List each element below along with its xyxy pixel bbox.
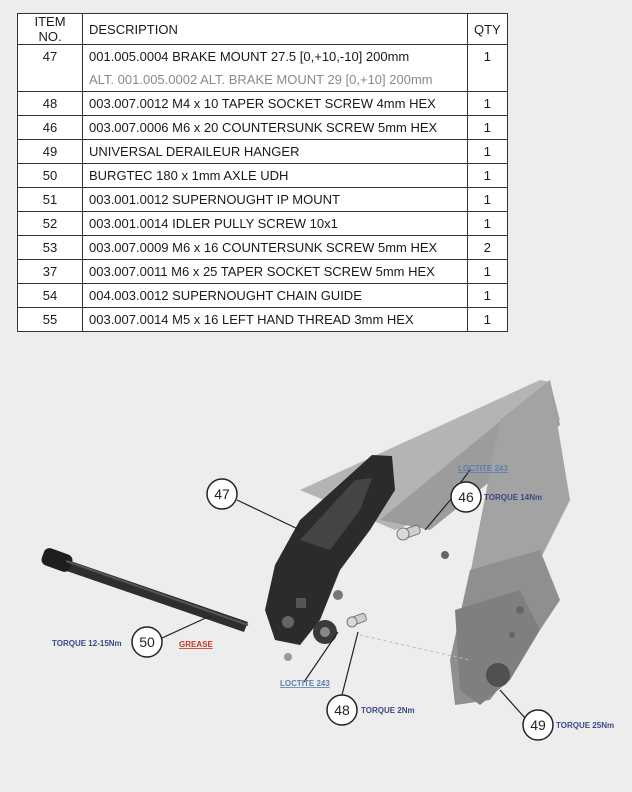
qty-cell: 2 xyxy=(467,235,508,260)
item-no-cell: 54 xyxy=(17,283,83,308)
qty-cell: 1 xyxy=(467,139,508,164)
header-description: DESCRIPTION xyxy=(82,13,468,45)
svg-text:48: 48 xyxy=(334,702,350,718)
brake-mount-part xyxy=(265,455,395,645)
callout-50: 50 xyxy=(131,626,163,658)
screw-46 xyxy=(396,524,421,541)
parts-table: ITEM NO. DESCRIPTION QTY 47 001.005.0004 … xyxy=(17,13,508,332)
table-row: 53 003.007.0009 M6 x 16 COUNTERSUNK SCREW… xyxy=(17,235,508,260)
grease-label: GREASE xyxy=(179,640,213,649)
axle-part xyxy=(41,548,249,632)
description-text: 003.007.0006 M6 x 20 COUNTERSUNK SCREW 5… xyxy=(89,120,438,135)
item-no-cell: 52 xyxy=(17,211,83,236)
loctite-label-top: LOCTITE 243 xyxy=(458,464,508,473)
qty-cell: 1 xyxy=(467,115,508,140)
table-row: 55 003.007.0014 M5 x 16 LEFT HAND THREAD … xyxy=(17,307,508,332)
description-cell: 004.003.0012 SUPERNOUGHT CHAIN GUIDE xyxy=(82,283,468,308)
header-item-no: ITEM NO. xyxy=(17,13,83,45)
qty-cell: 1 xyxy=(467,307,508,332)
qty-cell: 1 xyxy=(467,44,508,92)
callout-46: 46 xyxy=(450,481,482,513)
small-screw xyxy=(284,653,292,661)
description-cell: 003.001.0012 SUPERNOUGHT IP MOUNT xyxy=(82,187,468,212)
exploded-diagram: 47 46 50 48 49 LOCTITE 243 TORQUE 14Nm T… xyxy=(41,380,614,741)
header-qty: QTY xyxy=(467,13,508,45)
loctite-label-bottom: LOCTITE 243 xyxy=(280,679,330,688)
leader-lines xyxy=(161,469,526,719)
item-no-cell: 47 xyxy=(17,44,83,92)
description-text: BURGTEC 180 x 1mm AXLE UDH xyxy=(89,168,289,183)
description-text: UNIVERSAL DERAILEUR HANGER xyxy=(89,144,300,159)
qty-cell: 1 xyxy=(467,283,508,308)
qty-cell: 1 xyxy=(467,91,508,116)
qty-cell: 1 xyxy=(467,259,508,284)
description-text: 003.007.0009 M6 x 16 COUNTERSUNK SCREW 5… xyxy=(89,240,438,255)
assembly-guide-line xyxy=(359,634,471,661)
description-text: 003.001.0012 SUPERNOUGHT IP MOUNT xyxy=(89,192,340,207)
qty-cell: 1 xyxy=(467,187,508,212)
svg-text:47: 47 xyxy=(214,486,230,502)
description-cell: 003.007.0009 M6 x 16 COUNTERSUNK SCREW 5… xyxy=(82,235,468,260)
description-cell: 003.007.0006 M6 x 20 COUNTERSUNK SCREW 5… xyxy=(82,115,468,140)
screw-48 xyxy=(346,612,367,628)
torque-46-label: TORQUE 14Nm xyxy=(484,493,542,502)
table-body: 47 001.005.0004 BRAKE MOUNT 27.5 [0,+10,-… xyxy=(17,44,508,332)
description-cell: 001.005.0004 BRAKE MOUNT 27.5 [0,+10,-10… xyxy=(82,44,468,92)
item-no-cell: 55 xyxy=(17,307,83,332)
table-row: 49 UNIVERSAL DERAILEUR HANGER 1 xyxy=(17,139,508,164)
table-row: 47 001.005.0004 BRAKE MOUNT 27.5 [0,+10,-… xyxy=(17,44,508,92)
description-text: 003.001.0014 IDLER PULLY SCREW 10x1 xyxy=(89,216,338,231)
torque-49-label: TORQUE 25Nm xyxy=(556,721,614,730)
svg-text:46: 46 xyxy=(458,489,474,505)
qty-cell: 1 xyxy=(467,211,508,236)
svg-text:49: 49 xyxy=(530,717,546,733)
table-row: 54 004.003.0012 SUPERNOUGHT CHAIN GUIDE 1 xyxy=(17,283,508,308)
item-no-cell: 37 xyxy=(17,259,83,284)
svg-text:50: 50 xyxy=(139,634,155,650)
table-row: 50 BURGTEC 180 x 1mm AXLE UDH 1 xyxy=(17,163,508,188)
table-row: 51 003.001.0012 SUPERNOUGHT IP MOUNT 1 xyxy=(17,187,508,212)
alt-description-text: ALT. 001.005.0002 ALT. BRAKE MOUNT 29 [0… xyxy=(89,72,433,87)
item-no-cell: 48 xyxy=(17,91,83,116)
description-text: 001.005.0004 BRAKE MOUNT 27.5 [0,+10,-10… xyxy=(89,49,410,64)
table-row: 48 003.007.0012 M4 x 10 TAPER SOCKET SCRE… xyxy=(17,91,508,116)
torque-50-label: TORQUE 12-15Nm xyxy=(52,639,122,648)
item-no-cell: 50 xyxy=(17,163,83,188)
callout-48: 48 xyxy=(326,694,358,726)
description-text: 004.003.0012 SUPERNOUGHT CHAIN GUIDE xyxy=(89,288,362,303)
torque-48-label: TORQUE 2Nm xyxy=(361,706,415,715)
table-row: 37 003.007.0011 M6 x 25 TAPER SOCKET SCRE… xyxy=(17,259,508,284)
description-text: 003.007.0014 M5 x 16 LEFT HAND THREAD 3m… xyxy=(89,312,414,327)
item-no-cell: 46 xyxy=(17,115,83,140)
qty-cell: 1 xyxy=(467,163,508,188)
description-text: 003.007.0012 M4 x 10 TAPER SOCKET SCREW … xyxy=(89,96,436,111)
description-cell: 003.007.0014 M5 x 16 LEFT HAND THREAD 3m… xyxy=(82,307,468,332)
table-row: 46 003.007.0006 M6 x 20 COUNTERSUNK SCREW… xyxy=(17,115,508,140)
description-cell: UNIVERSAL DERAILEUR HANGER xyxy=(82,139,468,164)
item-no-cell: 51 xyxy=(17,187,83,212)
item-no-cell: 49 xyxy=(17,139,83,164)
table-header-row: ITEM NO. DESCRIPTION QTY xyxy=(17,13,508,45)
description-cell: 003.007.0012 M4 x 10 TAPER SOCKET SCREW … xyxy=(82,91,468,116)
item-no-cell: 53 xyxy=(17,235,83,260)
description-cell: BURGTEC 180 x 1mm AXLE UDH xyxy=(82,163,468,188)
screws xyxy=(284,524,421,661)
table-row: 52 003.001.0014 IDLER PULLY SCREW 10x1 1 xyxy=(17,211,508,236)
callout-47: 47 xyxy=(206,478,238,510)
callout-49: 49 xyxy=(522,709,554,741)
description-cell: 003.007.0011 M6 x 25 TAPER SOCKET SCREW … xyxy=(82,259,468,284)
description-cell: 003.001.0014 IDLER PULLY SCREW 10x1 xyxy=(82,211,468,236)
description-text: 003.007.0011 M6 x 25 TAPER SOCKET SCREW … xyxy=(89,264,435,279)
